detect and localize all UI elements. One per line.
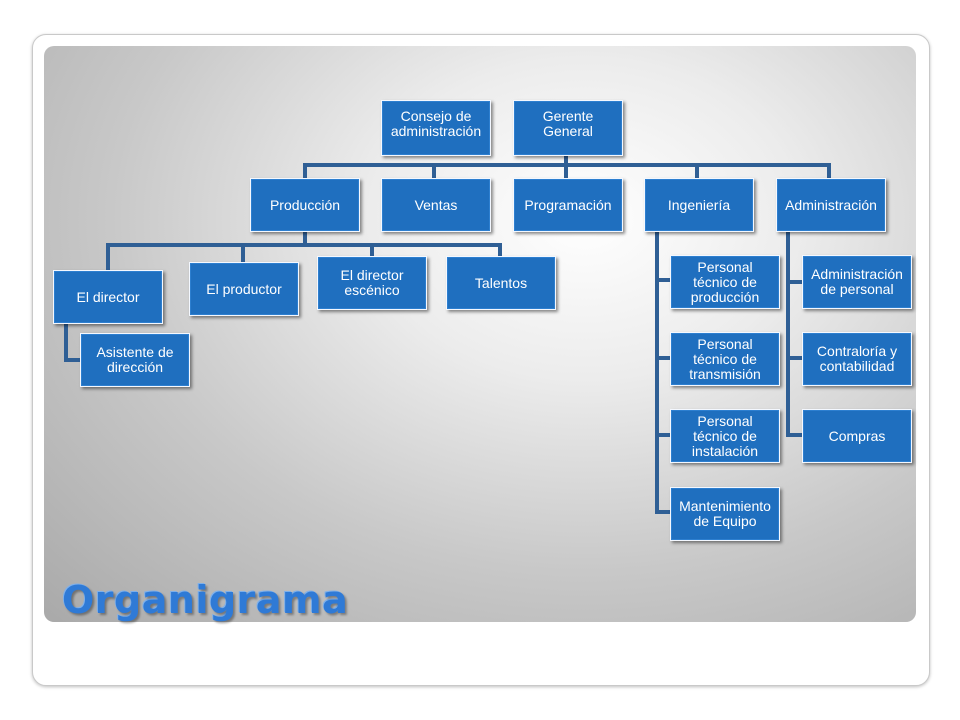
node-asistente-direccion: Asistente de dirección [80,333,190,387]
node-gerente-general: Gerente General [513,100,623,156]
node-tec-produccion: Personal técnico de producción [670,255,780,309]
node-consejo: Consejo de administración [381,100,491,156]
node-talentos: Talentos [446,256,556,310]
node-administracion: Administración [776,178,886,232]
node-produccion: Producción [250,178,360,232]
node-compras: Compras [802,409,912,463]
node-el-productor: El productor [189,262,299,316]
node-admin-personal: Administración de personal [802,255,912,309]
node-tec-transmision: Personal técnico de transmisión [670,332,780,386]
node-mantenimiento: Mantenimiento de Equipo [670,487,780,541]
node-ventas: Ventas [381,178,491,232]
node-contraloria: Contraloría y contabilidad [802,332,912,386]
node-director-escenico: El director escénico [317,256,427,310]
node-programacion: Programación [513,178,623,232]
node-tec-instalacion: Personal técnico de instalación [670,409,780,463]
node-ingenieria: Ingeniería [644,178,754,232]
node-el-director: El director [53,270,163,324]
slide-title: Organigrama [62,578,349,622]
